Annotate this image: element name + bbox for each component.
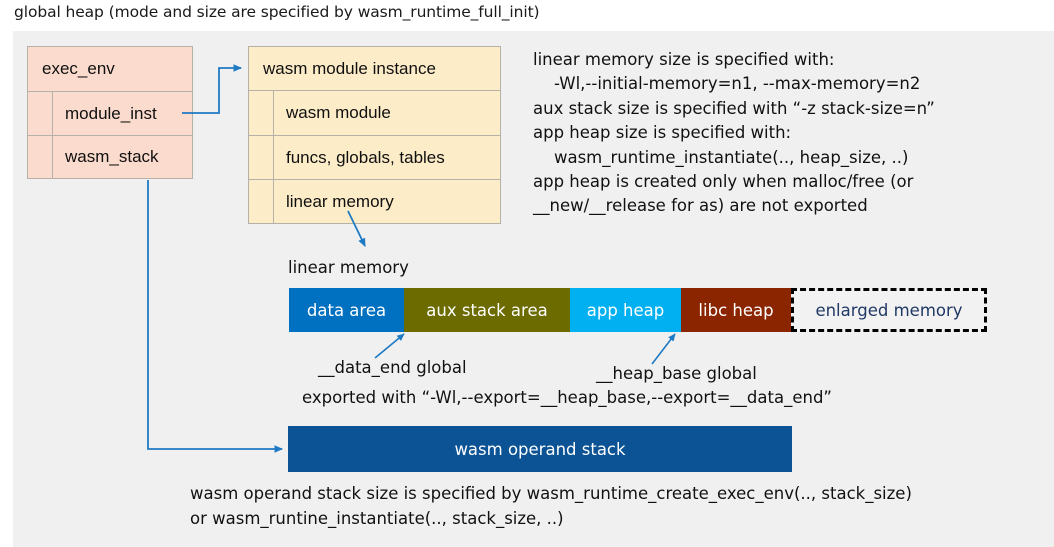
- exec-env-box: exec_env module_inst wasm_stack: [27, 46, 193, 179]
- memory-segment-label: enlarged memory: [815, 300, 963, 320]
- module-instance-field-linear-memory: linear memory: [249, 179, 500, 223]
- memory-segment-app-heap: app heap: [570, 288, 681, 332]
- memory-segment-aux-stack-area: aux stack area: [404, 288, 570, 332]
- exec-env-field-wasm-stack: wasm_stack: [28, 135, 192, 178]
- exec-env-header-label: exec_env: [42, 59, 115, 78]
- module-instance-field-wasm-module: wasm module: [249, 91, 500, 135]
- linear-memory-notes: linear memory size is specified with: -W…: [533, 50, 935, 216]
- module-instance-header: wasm module instance: [249, 47, 500, 91]
- indent-gutter: [28, 136, 53, 178]
- memory-segment-label: data area: [306, 300, 387, 320]
- memory-segment-libc-heap: libc heap: [681, 288, 791, 332]
- linear-memory-bar: data area aux stack area app heap libc heap…: [289, 288, 987, 332]
- memory-segment-label: libc heap: [698, 300, 774, 320]
- module-instance-field-label: linear memory: [286, 191, 394, 211]
- indent-gutter: [249, 136, 274, 179]
- indent-gutter: [249, 91, 274, 135]
- annotation-exported-globals: exported with “-Wl,--export=__heap_base,…: [302, 388, 832, 407]
- indent-gutter: [249, 180, 274, 223]
- linear-memory-bar-label: linear memory: [288, 258, 409, 277]
- exec-env-field-label: wasm_stack: [65, 147, 159, 166]
- wasm-operand-stack-label: wasm operand stack: [454, 439, 626, 459]
- memory-segment-label: aux stack area: [426, 300, 548, 320]
- memory-segment-label: app heap: [586, 300, 665, 320]
- exec-env-field-label: module_inst: [65, 103, 157, 123]
- memory-segment-data-area: data area: [289, 288, 404, 332]
- wasm-module-instance-box: wasm module instance wasm module funcs, …: [248, 46, 501, 224]
- annotation-data-end: __data_end global: [318, 358, 467, 377]
- exec-env-header: exec_env: [28, 47, 192, 92]
- module-instance-field-label: funcs, globals, tables: [286, 147, 445, 167]
- exec-env-field-module-inst: module_inst: [28, 92, 192, 135]
- wasm-operand-stack-box: wasm operand stack: [288, 426, 792, 472]
- module-instance-header-label: wasm module instance: [263, 58, 436, 78]
- operand-stack-note: wasm operand stack size is specified by …: [190, 484, 912, 528]
- memory-segment-enlarged-memory: enlarged memory: [791, 288, 987, 332]
- indent-gutter: [28, 92, 53, 135]
- module-instance-field-funcs-globals-tables: funcs, globals, tables: [249, 135, 500, 179]
- annotation-heap-base: __heap_base global: [596, 364, 757, 383]
- module-instance-field-label: wasm module: [286, 103, 391, 122]
- page-title: global heap (mode and size are specified…: [14, 3, 540, 21]
